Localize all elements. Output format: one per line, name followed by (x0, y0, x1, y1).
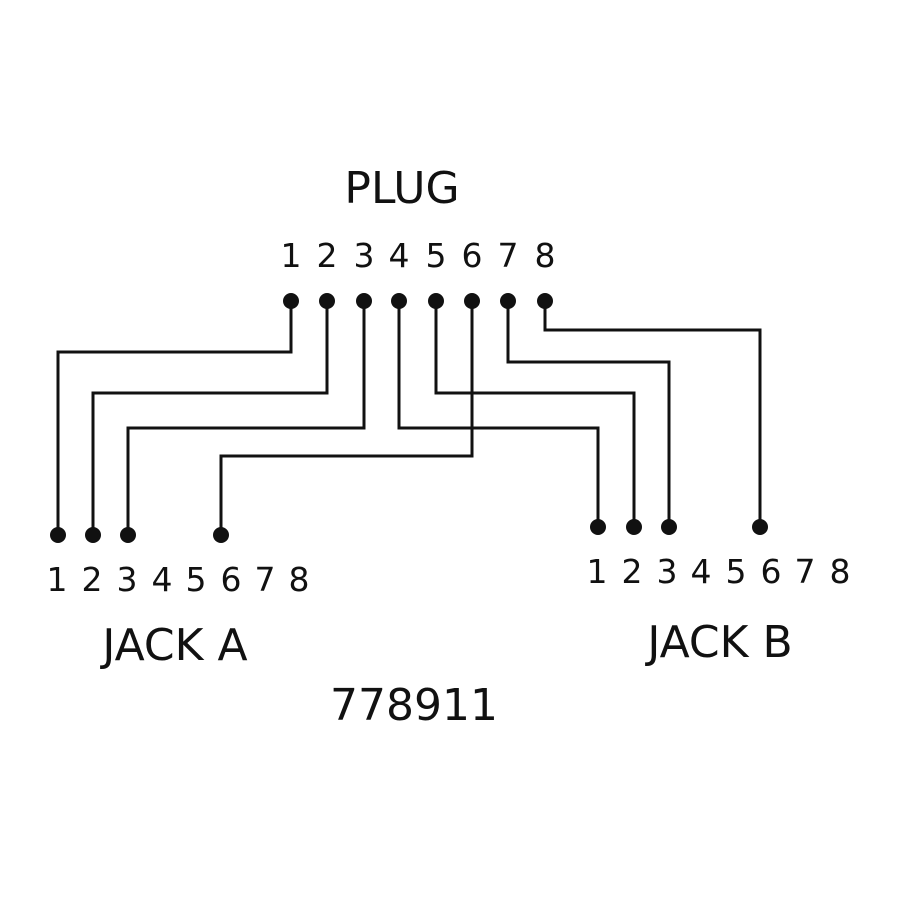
plug-pin-dot-8 (537, 293, 553, 309)
jack-a-pin-number-8: 8 (289, 560, 310, 599)
jack-a-pin-number-3: 3 (117, 560, 138, 599)
jack-a-pin-number-6: 6 (221, 560, 242, 599)
plug-pin-number-5: 5 (426, 236, 447, 275)
wires (56, 301, 762, 535)
wire-plug-1-to-jack-a-1 (56, 301, 293, 535)
plug-pin-number-2: 2 (317, 236, 338, 275)
jack-a-pin-number-7: 7 (255, 560, 276, 599)
wire-plug-5-to-jack-b-2 (434, 301, 636, 527)
plug-pin-number-8: 8 (535, 236, 556, 275)
plug-pin-dot-2 (319, 293, 335, 309)
jack-a-pin-dot-6 (213, 527, 229, 543)
plug-pin-dot-3 (356, 293, 372, 309)
jack-b-pin-number-6: 6 (761, 552, 782, 591)
plug-pin-dot-6 (464, 293, 480, 309)
jack-b-pin-dot-2 (626, 519, 642, 535)
wire-plug-3-to-jack-a-3 (126, 301, 366, 535)
jack-b-pin-number-1: 1 (587, 552, 608, 591)
jack-a-pin-dot-2 (85, 527, 101, 543)
plug-pin-number-6: 6 (462, 236, 483, 275)
jack-a-pin-number-4: 4 (152, 560, 173, 599)
plug-title: PLUG (344, 163, 459, 214)
jack-b-pin-dot-1 (590, 519, 606, 535)
jack-b-title: JACK B (644, 617, 792, 668)
wire-plug-8-to-jack-b-6 (543, 301, 762, 527)
jack-a-title: JACK A (99, 620, 247, 671)
jack-a-pin-dot-1 (50, 527, 66, 543)
jack-b-pin-number-4: 4 (691, 552, 712, 591)
part-number: 778911 (330, 680, 498, 731)
wire-plug-6-to-jack-a-6 (219, 301, 474, 535)
plug-pin-dot-4 (391, 293, 407, 309)
jack-b-pin-dot-3 (661, 519, 677, 535)
jack-a-pin-number-5: 5 (186, 560, 207, 599)
jack-a-pin-dot-3 (120, 527, 136, 543)
plug-pin-dot-5 (428, 293, 444, 309)
wire-plug-2-to-jack-a-2 (91, 301, 329, 535)
plug-pin-number-4: 4 (389, 236, 410, 275)
plug-pin-dot-7 (500, 293, 516, 309)
plug-pin-number-1: 1 (281, 236, 302, 275)
jack-b-pin-number-7: 7 (795, 552, 816, 591)
plug-pin-number-7: 7 (498, 236, 519, 275)
jack-a-pin-number-1: 1 (47, 560, 68, 599)
jack-a-pin-number-2: 2 (82, 560, 103, 599)
wire-plug-7-to-jack-b-3 (506, 301, 671, 527)
plug-pin-dot-1 (283, 293, 299, 309)
jack-b-pin-dot-6 (752, 519, 768, 535)
plug-pin-number-3: 3 (354, 236, 375, 275)
jack-b-pin-number-8: 8 (830, 552, 851, 591)
wire-plug-4-to-jack-b-1 (397, 301, 600, 527)
jack-b-pin-number-3: 3 (657, 552, 678, 591)
jack-b-pin-number-2: 2 (622, 552, 643, 591)
jack-b-pin-number-5: 5 (726, 552, 747, 591)
